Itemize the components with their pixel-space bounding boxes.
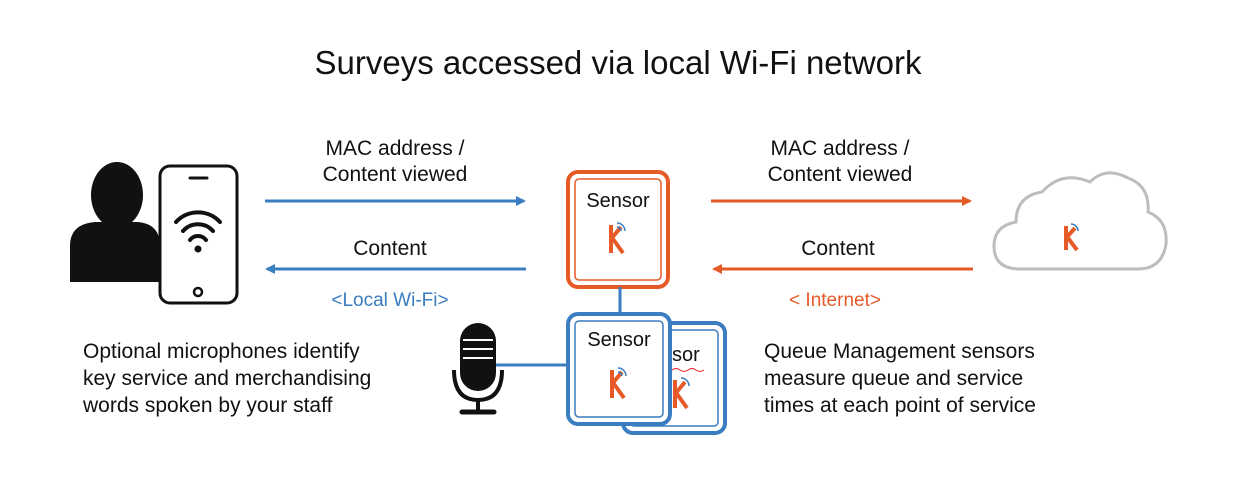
- back-sensor-label: sor: [672, 344, 700, 366]
- label-line: MAC address /: [325, 137, 465, 160]
- left-content-label: Content: [353, 237, 427, 260]
- wifi-icon: [174, 210, 222, 253]
- logo-icon: [610, 367, 627, 400]
- person-icon: [70, 162, 160, 282]
- top-left-label: MAC address / Content viewed: [290, 136, 500, 188]
- cloud-icon: [992, 171, 1168, 271]
- description-line: Queue Management sensors: [764, 340, 1035, 363]
- logo-icon: [1064, 223, 1079, 252]
- local-network-label: <Local Wi-Fi>: [331, 290, 449, 311]
- microphone-icon: [452, 323, 504, 415]
- main-sensor-label: Sensor: [586, 190, 650, 212]
- label-line: MAC address /: [770, 137, 910, 160]
- description-line: times at each point of service: [764, 394, 1036, 417]
- label-line: Content viewed: [322, 163, 468, 186]
- right-content-label: Content: [801, 237, 875, 260]
- top-right-label: MAC address / Content viewed: [735, 136, 945, 188]
- page-title: Surveys accessed via local Wi-Fi network: [314, 44, 922, 81]
- description-line: measure queue and service: [764, 367, 1024, 390]
- front-sensor-label: Sensor: [587, 329, 651, 351]
- internet-label: < Internet>: [789, 290, 881, 311]
- front-sensor: [566, 312, 672, 426]
- description-line: words spoken by your staff: [83, 394, 333, 417]
- left-description: Optional microphones identify key servic…: [83, 338, 443, 419]
- right-description: Queue Management sensors measure queue a…: [764, 338, 1124, 419]
- description-line: key service and merchandising: [83, 367, 372, 390]
- logo-icon: [673, 377, 690, 410]
- logo-icon: [609, 222, 626, 255]
- label-line: Content viewed: [767, 163, 913, 186]
- description-line: Optional microphones identify: [83, 340, 360, 363]
